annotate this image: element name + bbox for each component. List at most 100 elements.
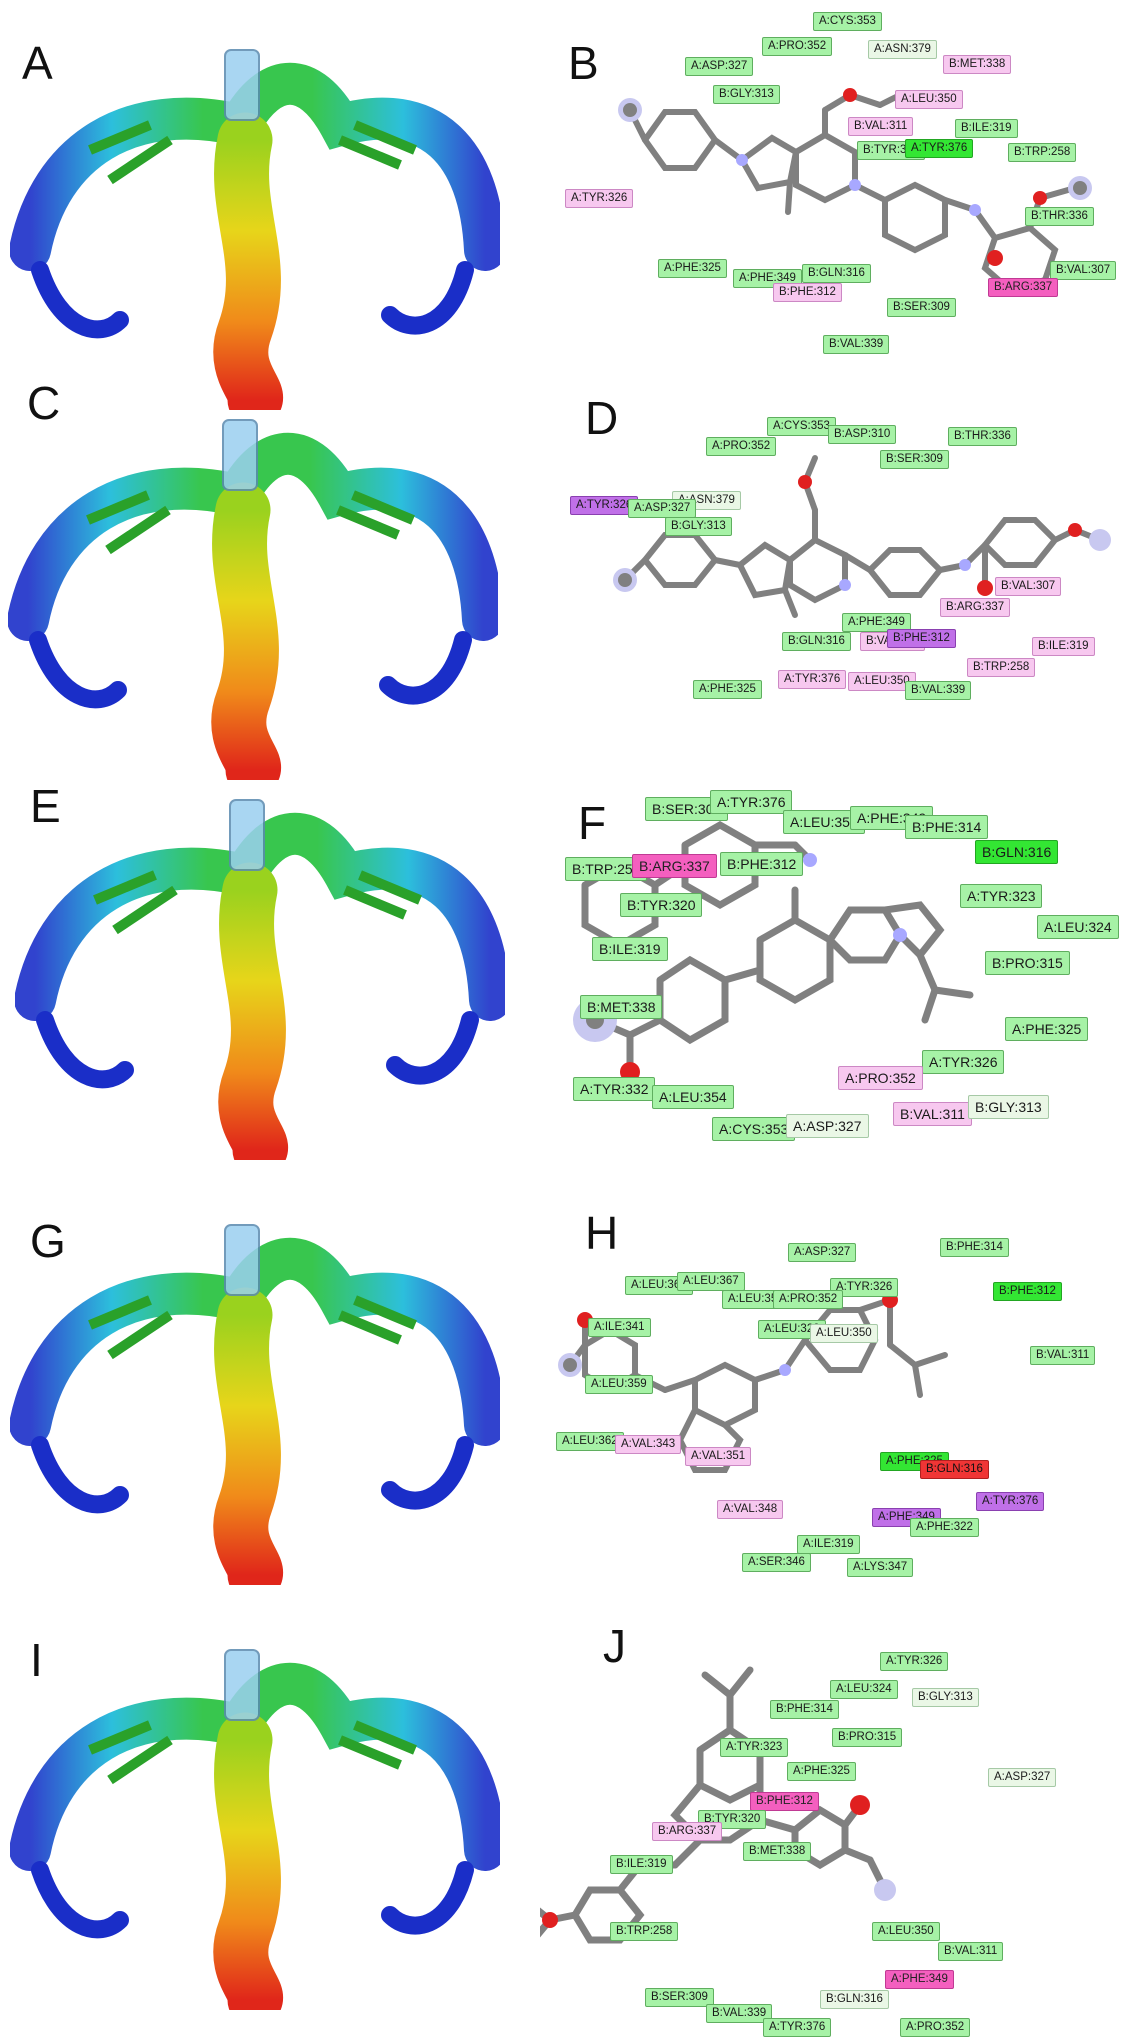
residue-tag: B:ARG:337 [940,598,1011,617]
residue-tag: B:VAL:339 [706,2004,773,2023]
residue-tag: A:ASP:327 [628,499,697,518]
residue-tag: B:GLN:316 [802,264,871,283]
residue-tag: A:LEU:359 [585,1375,653,1394]
residue-tag: B:SER:309 [880,450,949,469]
protein-structure-c [8,400,498,780]
residue-tag: B:SER:309 [887,298,956,317]
residue-tag: B:PHE:314 [905,815,989,839]
residue-tag: B:VAL:311 [1030,1346,1096,1365]
residue-tag: A:TYR:326 [830,1278,899,1297]
residue-tag: A:ILE:341 [588,1318,651,1337]
protein-structure-a [10,30,500,410]
residue-tag: B:VAL:307 [995,577,1062,596]
residue-tag: A:CYS:353 [813,12,882,31]
panel-label-b: B [568,37,599,89]
protein-structure-g [10,1205,500,1585]
residue-tag: A:TYR:323 [960,884,1043,908]
residue-tag: A:LEU:367 [677,1272,745,1291]
residue-tag: A:ASP:327 [786,1114,869,1138]
residue-tag: A:LEU:354 [652,1085,734,1109]
residue-tag: B:MET:338 [943,55,1012,74]
residue-tag: A:LEU:350 [872,1922,940,1941]
residue-tag: A:PHE:349 [885,1970,954,1989]
residue-tag: B:ASP:310 [828,425,897,444]
residue-tag: A:LEU:365 [625,1276,693,1295]
residue-tag: B:PHE:312 [750,1792,819,1811]
residue-tag: A:LEU:324 [830,1680,898,1699]
residue-tag: B:PHE:312 [993,1282,1062,1301]
panel-label-g: G [30,1215,66,1267]
protein-structure-e [15,780,505,1160]
residue-tag: B:TRP:258 [967,658,1036,677]
residue-tag: A:LEU:328 [758,1320,826,1339]
residue-tag: A:LEU:350 [895,90,963,109]
residue-tag: B:PRO:315 [832,1728,903,1747]
residue-tag: A:ASP:327 [988,1768,1057,1787]
residue-tag: B:PHE:312 [773,283,842,302]
panel-label-e: E [30,780,61,832]
residue-tag: B:THR:336 [948,427,1017,446]
residue-tag: B:THR:336 [1025,207,1094,226]
residue-tag: B:GLN:316 [920,1460,989,1479]
residue-tag: A:PHE:325 [1005,1017,1089,1041]
residue-tag: A:TYR:326 [570,496,639,515]
panel-label-h: H [585,1207,619,1259]
residue-tag: A:PRO:352 [773,1290,844,1309]
residue-tag: B:PRO:315 [985,951,1070,975]
panel-label-d: D [585,392,619,444]
residue-tag: B:ILE:319 [610,1855,673,1874]
residue-tag: B:TRP:258 [1008,143,1077,162]
residue-tag: A:CYS:353 [767,417,836,436]
residue-tag: B:ARG:337 [652,1822,723,1841]
residue-tag: A:PRO:352 [762,37,833,56]
residue-tag: A:SER:346 [742,1553,811,1572]
residue-tag: B:ILE:319 [955,119,1018,138]
residue-tag: A:PRO:352 [900,2018,971,2037]
residue-tag: B:TRP:258 [610,1922,679,1941]
residue-tag: B:PHE:314 [770,1700,839,1719]
residue-tag: A:ILE:319 [797,1535,860,1554]
residue-tag: A:TYR:376 [763,2018,832,2037]
residue-tag: B:MET:338 [743,1842,812,1861]
residue-tag: B:GLY:313 [713,85,780,104]
residue-tag: B:SER:309 [645,1988,714,2007]
residue-tag: B:GLN:316 [782,632,851,651]
residue-tag: B:ARG:337 [632,854,717,878]
panel-label-a: A [22,37,53,89]
residue-tag: A:PHE:325 [658,259,727,278]
residue-tag: B:PHE:314 [940,1238,1009,1257]
residue-tag: B:PHE:312 [887,629,956,648]
residue-tag: B:VAL:311 [848,117,914,136]
residue-tag: B:VAL:339 [905,681,972,700]
ligand-atoms-b [618,88,1092,266]
residue-tag: A:PRO:352 [838,1066,923,1090]
residue-tag: B:VAL:311 [938,1942,1004,1961]
residue-tag: A:PHE:325 [787,1762,856,1781]
residue-tag: B:GLY:313 [912,1688,979,1707]
residue-tag: A:CYS:353 [712,1117,796,1141]
residue-tag: A:LEU:350 [810,1324,878,1343]
residue-tag: B:GLN:316 [820,1990,889,2009]
residue-tag: A:TYR:376 [778,670,847,689]
residue-tag: A:LEU:355 [722,1290,790,1309]
residue-tag: B:GLY:313 [968,1095,1049,1119]
residue-tag: A:LEU:324 [1037,915,1119,939]
residue-tag: A:TYR:376 [710,790,793,814]
residue-tag: B:ARG:337 [988,278,1059,297]
residue-tag: A:TYR:332 [573,1077,656,1101]
residue-tag: A:TYR:326 [922,1050,1005,1074]
residue-tag: B:GLY:313 [665,517,732,536]
residue-tag: A:PHE:322 [910,1518,979,1537]
residue-tag: A:TYR:326 [880,1652,949,1671]
residue-tag: A:ASN:379 [868,40,937,59]
residue-tag: A:LYS:347 [847,1558,914,1577]
residue-tag: B:VAL:307 [1050,261,1117,280]
residue-tag: B:TYR:320 [620,893,703,917]
residue-tag: A:VAL:351 [685,1447,752,1466]
panel-label-c: C [27,377,61,429]
residue-tag: A:TYR:376 [905,139,974,158]
residue-tag: A:LEU:362 [556,1432,624,1451]
residue-tag: B:ILE:319 [1032,637,1095,656]
panel-label-f: F [578,797,607,849]
residue-tag: A:TYR:376 [976,1492,1045,1511]
